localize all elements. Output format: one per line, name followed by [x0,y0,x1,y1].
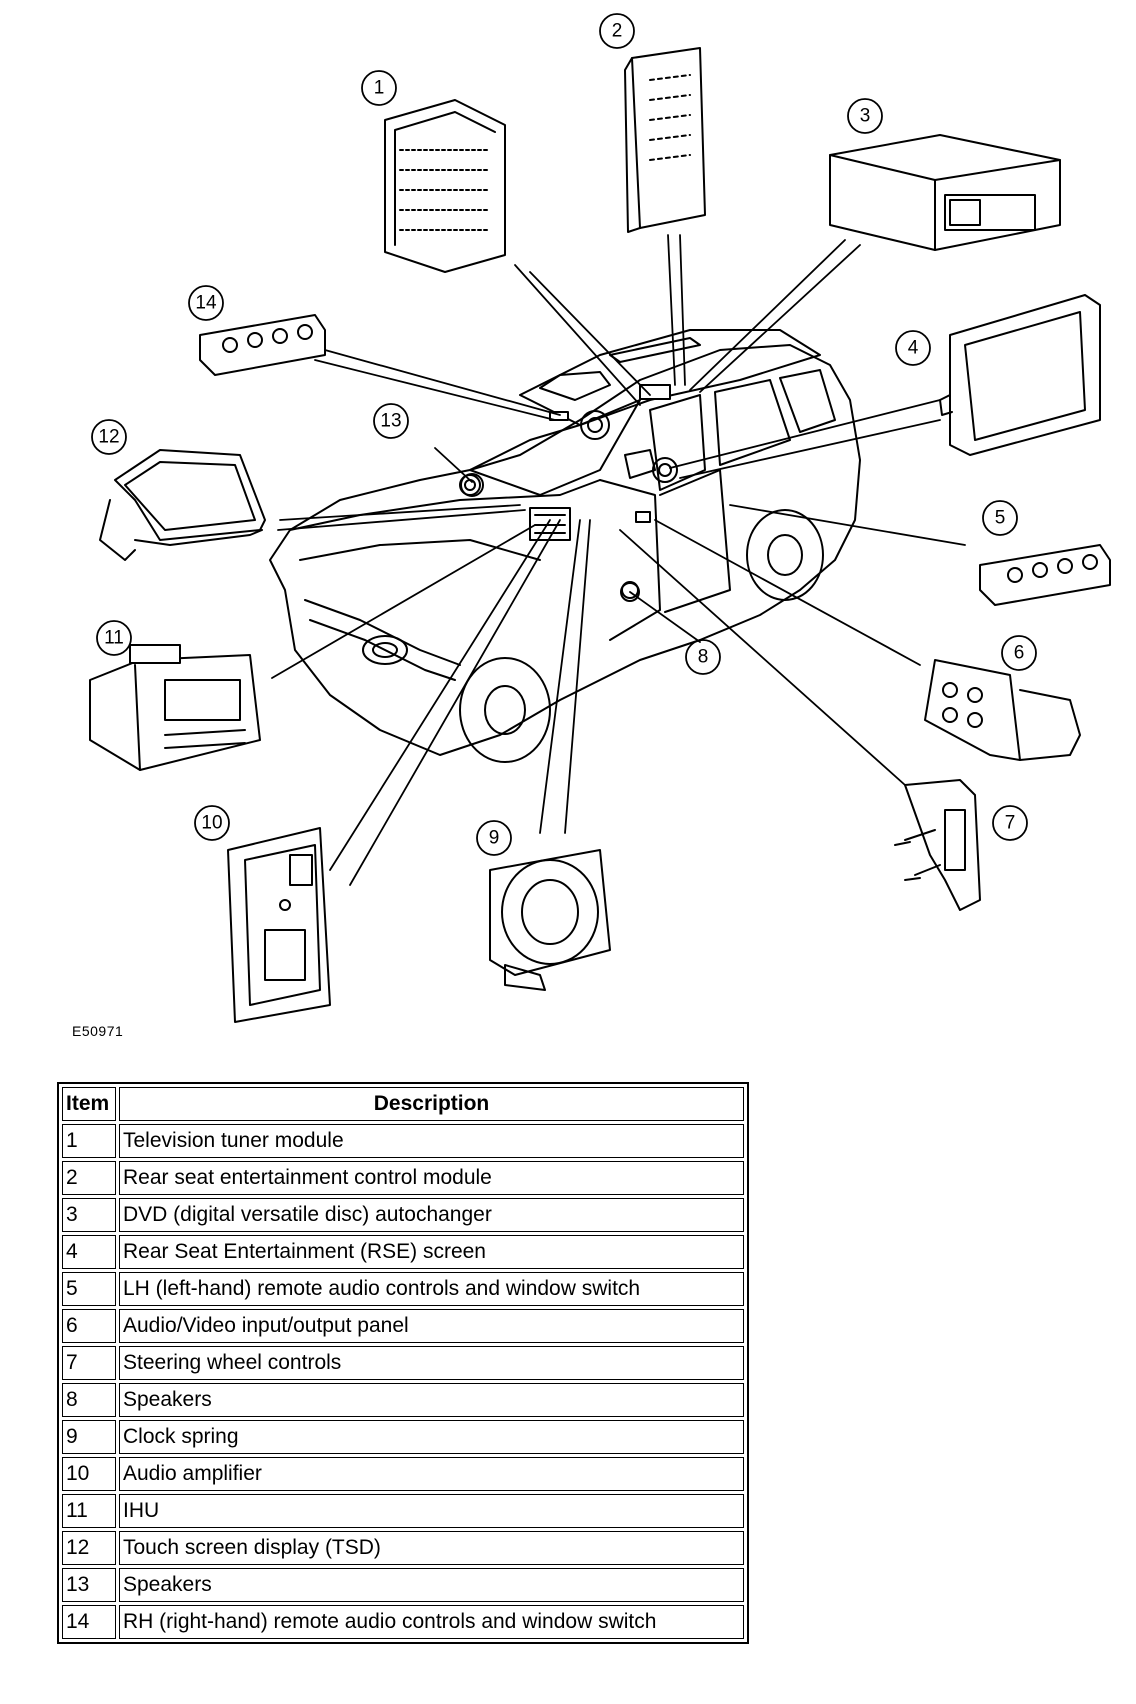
component-speakers-dash [460,473,484,497]
component-clock-spring [489,849,611,991]
legend-header-item: Item [62,1087,116,1121]
callout-2: 2 [612,21,623,42]
legend-item-number: 3 [62,1198,116,1232]
component-dvd-autochanger [829,134,1061,251]
legend-item-number: 12 [62,1531,116,1565]
legend-item-description: IHU [119,1494,744,1528]
component-ihu [89,644,261,771]
callout-7: 7 [1005,813,1016,834]
callout-1: 1 [374,78,385,99]
callout-14: 14 [195,293,217,314]
legend-item-number: 8 [62,1383,116,1417]
legend-item-number: 1 [62,1124,116,1158]
component-rse-control-module [624,47,706,233]
component-rh-remote-controls [199,314,326,376]
legend-item-number: 6 [62,1309,116,1343]
component-lh-remote-controls [979,544,1111,606]
callout-13: 13 [380,411,401,432]
component-steering-wheel-controls [894,779,981,911]
callout-9: 9 [489,828,500,849]
legend-header-description: Description [119,1087,744,1121]
legend-item-description: Audio/Video input/output panel [119,1309,744,1343]
callout-11: 11 [104,628,124,649]
legend-item-description: Steering wheel controls [119,1346,744,1380]
callout-4: 4 [908,338,919,359]
legend-item-description: DVD (digital versatile disc) autochanger [119,1198,744,1232]
legend-item-description: Speakers [119,1568,744,1602]
callout-10: 10 [201,813,222,834]
legend-item-description: Television tuner module [119,1124,744,1158]
component-rse-screen [939,294,1101,456]
legend-item-description: Rear Seat Entertainment (RSE) screen [119,1235,744,1269]
legend-item-description: Rear seat entertainment control module [119,1161,744,1195]
callout-8: 8 [698,647,709,668]
figure-code: E50971 [72,1023,124,1039]
legend-item-number: 10 [62,1457,116,1491]
legend-item-number: 14 [62,1605,116,1639]
callout-12: 12 [98,427,119,448]
legend-item-number: 7 [62,1346,116,1380]
component-touch-screen-display [99,449,266,561]
component-location-diagram: 1 2 3 4 5 6 7 8 9 10 11 12 13 14 [89,13,1111,1023]
component-speakers-door [620,582,640,602]
vehicle-illustration [269,329,861,763]
legend-item-number: 2 [62,1161,116,1195]
legend-item-description: LH (left-hand) remote audio controls and… [119,1272,744,1306]
callout-3: 3 [860,106,871,127]
legend-item-description: Clock spring [119,1420,744,1454]
legend-header-row: Item Description [62,1087,744,1121]
component-audio-amplifier [227,827,331,1023]
legend-item-number: 11 [62,1494,116,1528]
legend-item-description: Touch screen display (TSD) [119,1531,744,1565]
callout-5: 5 [995,508,1006,529]
legend-item-number: 4 [62,1235,116,1269]
legend-item-number: 9 [62,1420,116,1454]
leader-lines [271,234,966,886]
component-tv-tuner-module [384,99,506,273]
callout-circles [91,13,1037,856]
legend-item-description: Audio amplifier [119,1457,744,1491]
legend-item-description: Speakers [119,1383,744,1417]
legend-item-number: 13 [62,1568,116,1602]
component-av-panel [924,659,1081,761]
legend-item-description: RH (right-hand) remote audio controls an… [119,1605,744,1639]
callout-6: 6 [1014,643,1025,664]
legend-item-number: 5 [62,1272,116,1306]
